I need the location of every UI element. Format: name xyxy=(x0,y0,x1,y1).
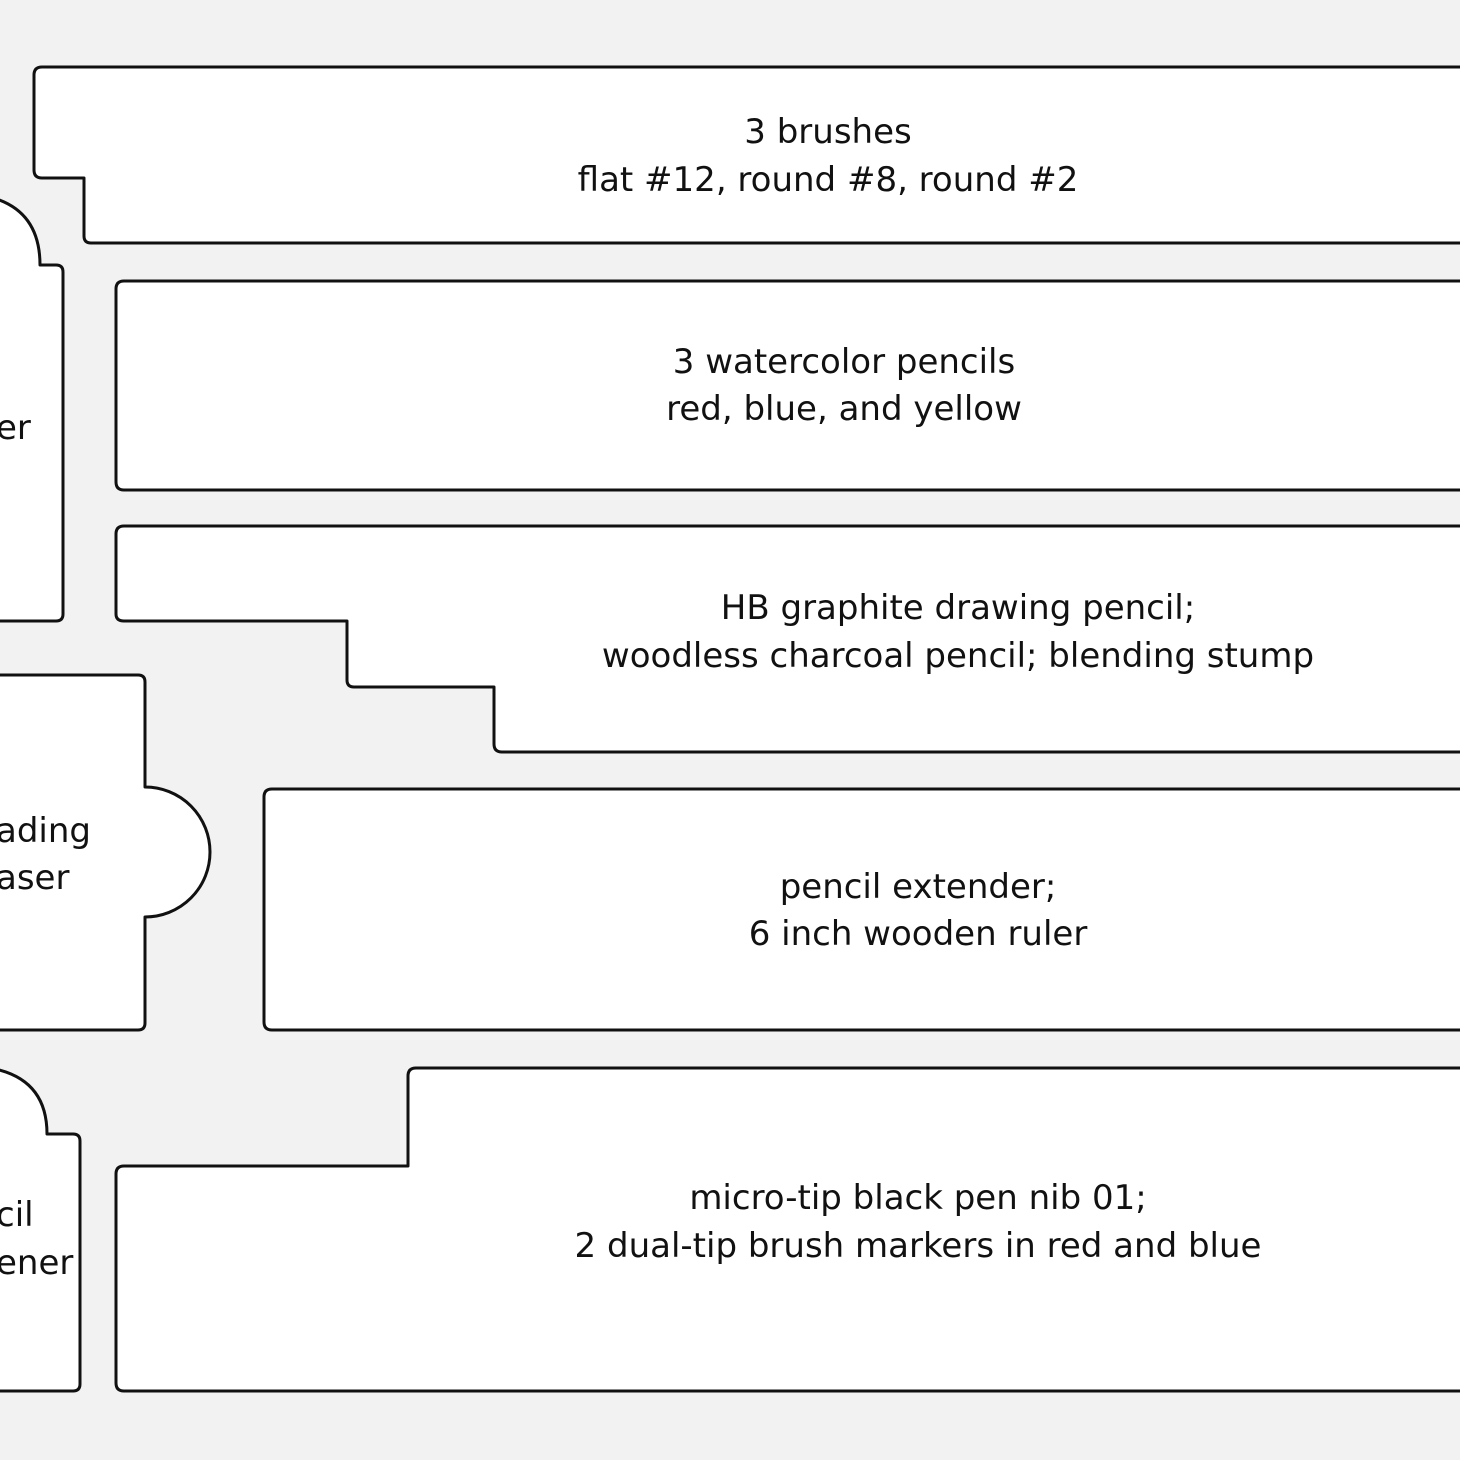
compartment-label-line: er xyxy=(0,408,31,448)
compartment-label-line: ading xyxy=(0,811,91,851)
compartment-label-line: 2 dual-tip brush markers in red and blue xyxy=(575,1226,1262,1266)
compartment-label-line: flat #12, round #8, round #2 xyxy=(578,160,1079,200)
compartment-label-line: HB graphite drawing pencil; xyxy=(721,588,1195,628)
compartment-label-line: 3 watercolor pencils xyxy=(673,342,1015,382)
compartment-label-line: pencil extender; xyxy=(780,867,1057,907)
compartment-label-line: red, blue, and yellow xyxy=(666,389,1022,429)
compartment-outline xyxy=(262,787,1460,1032)
compartment-label-line: woodless charcoal pencil; blending stump xyxy=(602,636,1314,676)
compartment-left-middle: ading aser xyxy=(0,673,212,1032)
compartment-pens-markers: micro-tip black pen nib 01; 2 dual-tip b… xyxy=(114,1066,1460,1393)
compartment-label-line: 3 brushes xyxy=(744,112,911,152)
compartment-graphite-pencils: HB graphite drawing pencil; woodless cha… xyxy=(114,524,1460,754)
compartment-extender-ruler: pencil extender; 6 inch wooden ruler xyxy=(262,787,1460,1032)
compartment-label-line: 6 inch wooden ruler xyxy=(749,914,1088,954)
compartment-outline xyxy=(0,673,212,1032)
compartment-label-line: aser xyxy=(0,858,69,898)
compartment-outline xyxy=(0,198,65,623)
compartment-outline xyxy=(114,524,1460,754)
compartment-left-bottom: cil ener xyxy=(0,1068,82,1393)
compartment-outline xyxy=(0,1068,82,1393)
compartment-outline xyxy=(114,279,1460,492)
compartment-brushes: 3 brushes flat #12, round #8, round #2 xyxy=(32,65,1460,245)
compartment-label-line: ener xyxy=(0,1243,73,1283)
compartment-label-line: cil xyxy=(0,1195,34,1235)
compartment-left-top: er xyxy=(0,198,65,623)
compartment-watercolor-pencils: 3 watercolor pencils red, blue, and yell… xyxy=(114,279,1460,492)
compartment-label-line: micro-tip black pen nib 01; xyxy=(689,1178,1146,1218)
compartment-outline xyxy=(32,65,1460,245)
compartment-outline xyxy=(114,1066,1460,1393)
